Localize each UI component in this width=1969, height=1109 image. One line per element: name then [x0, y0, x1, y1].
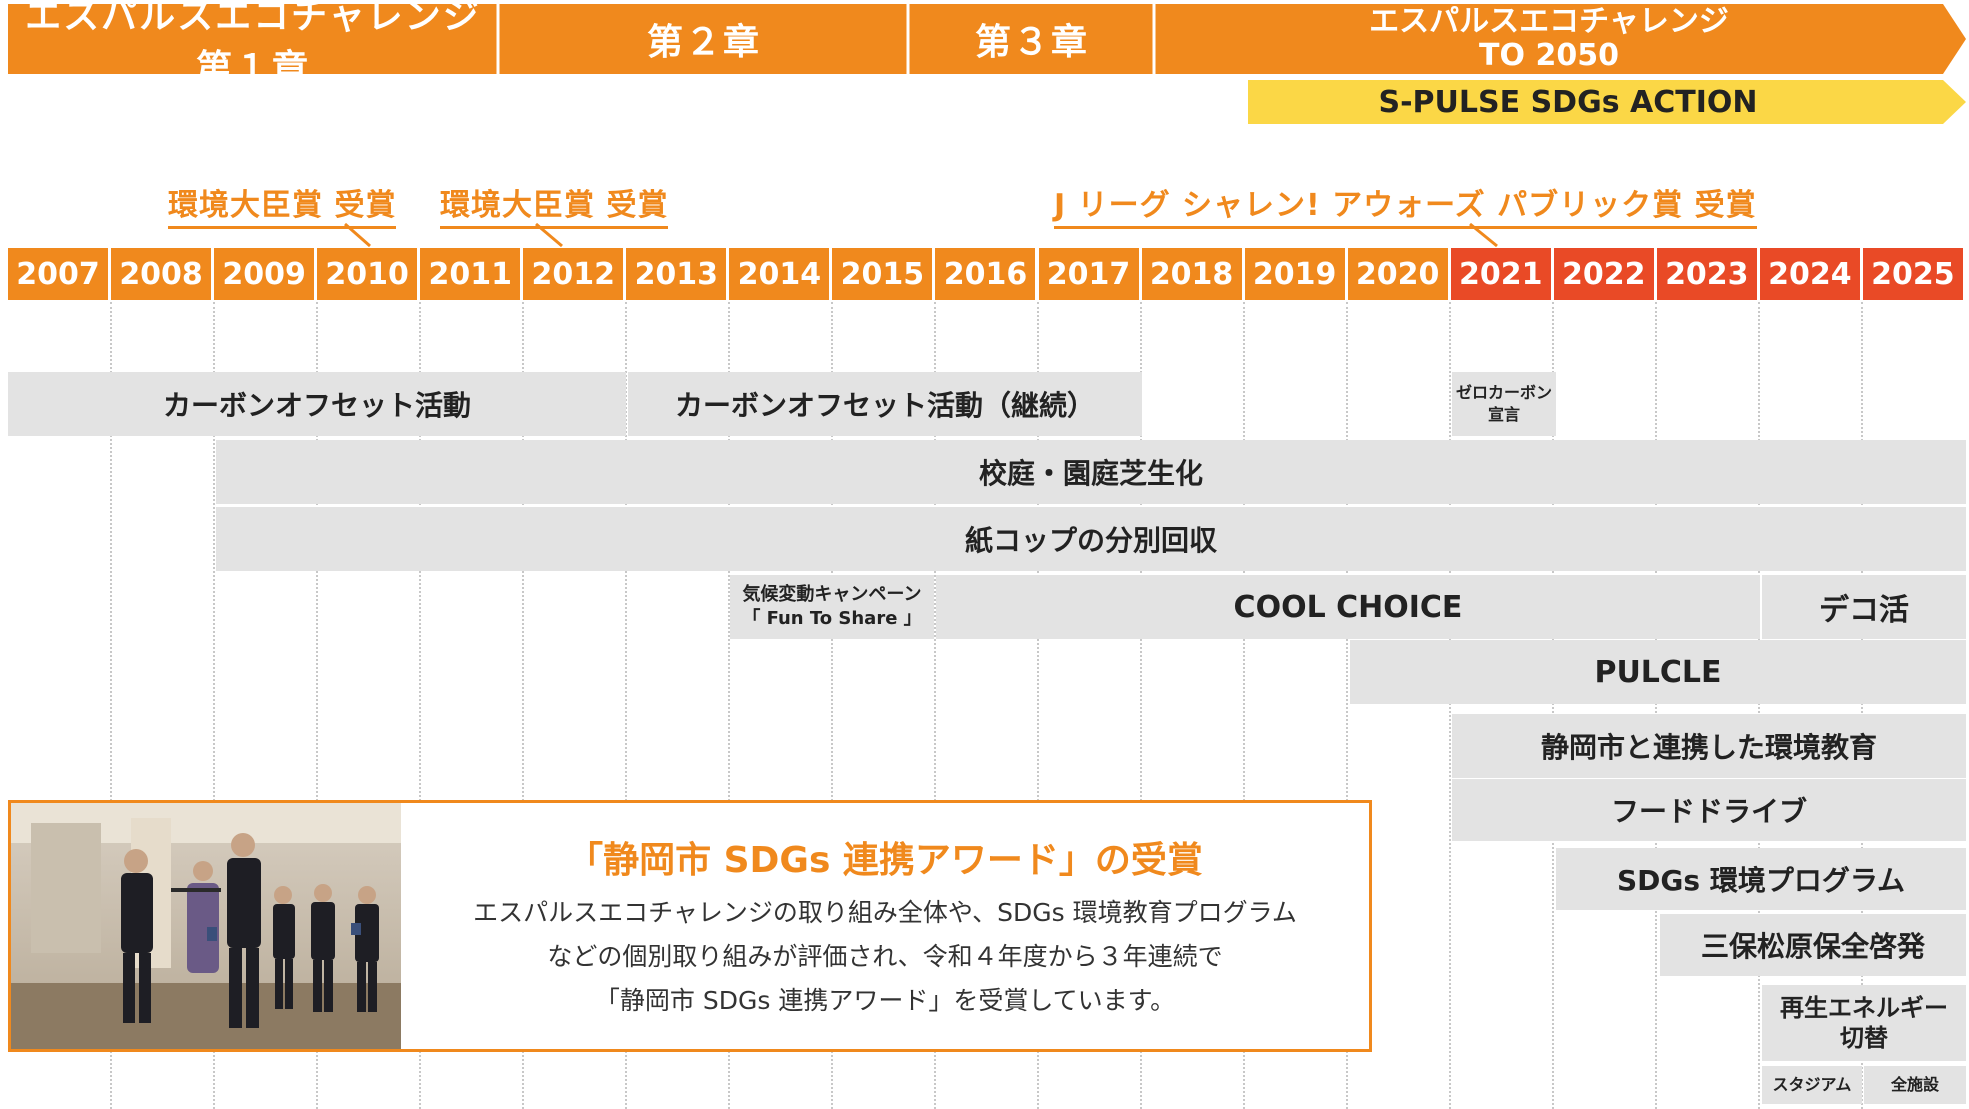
award-2012: 環境大臣賞 受賞	[440, 180, 669, 229]
gridline-2010	[315, 302, 318, 1109]
sdgs-action-arrow-background	[1248, 80, 1966, 124]
award-ceremony-photo	[11, 803, 401, 1049]
sdgs-action-label: S-PULSE SDGs ACTION	[1378, 84, 1758, 120]
award-2021: J リーグ シャレン! アウォーズ パブリック賞 受賞	[1054, 180, 1757, 229]
bar-renewable-energy-line2: 切替	[1840, 1024, 1888, 1052]
gridline-2021	[1449, 302, 1452, 1109]
year-2015: 2015	[832, 248, 933, 300]
bar-zero-carbon: ゼロカーボン 宣言	[1452, 372, 1556, 436]
bar-pulcle: PULCLE	[1350, 640, 1966, 704]
year-2010: 2010	[317, 248, 418, 300]
gridline-2012	[521, 302, 524, 1109]
bar-renewable-energy: 再生エネルギー 切替	[1762, 985, 1966, 1061]
chapter-1: エスパルスエコチャレンジ 第１章	[8, 0, 498, 89]
award-callout-line1: エスパルスエコチャレンジの取り組み全体や、SDGs 環境教育プログラム	[473, 898, 1297, 927]
bar-carbon-offset: カーボンオフセット活動	[8, 372, 626, 436]
chapter-1-label: エスパルスエコチャレンジ 第１章	[25, 0, 481, 89]
chapter-4: エスパルスエコチャレンジ TO 2050	[1156, 4, 1942, 74]
gridline-2019	[1243, 302, 1246, 1109]
bar-sdgs-program: SDGs 環境プログラム	[1556, 848, 1966, 910]
bar-fun-to-share-line2: 「 Fun To Share 」	[742, 608, 922, 629]
year-2020: 2020	[1347, 248, 1448, 300]
bar-miho: 三保松原保全啓発	[1660, 914, 1966, 976]
bar-stadium: スタジアム	[1762, 1066, 1862, 1104]
chapter-arrow-background	[8, 4, 1966, 74]
year-2008: 2008	[111, 248, 212, 300]
bar-carbon-offset-continued: カーボンオフセット活動（継続）	[628, 372, 1142, 436]
gridline-2016	[933, 302, 936, 1109]
year-2017: 2017	[1038, 248, 1139, 300]
award-pointers	[344, 222, 1498, 248]
year-2007: 2007	[8, 248, 109, 300]
gridline-2013	[624, 302, 627, 1109]
year-2021: 2021	[1450, 248, 1551, 300]
chapter-2: 第２章	[500, 4, 908, 74]
award-2010: 環境大臣賞 受賞	[168, 180, 397, 229]
bar-renewable-energy-line1: 再生エネルギー	[1780, 994, 1948, 1022]
year-2019: 2019	[1244, 248, 1345, 300]
year-2023: 2023	[1656, 248, 1757, 300]
bar-paper-cup: 紙コップの分別回収	[216, 507, 1966, 571]
gridline-2008	[109, 302, 112, 1109]
bar-lawn: 校庭・園庭芝生化	[216, 440, 1966, 504]
gridline-2025	[1861, 302, 1864, 1109]
award-callout-line2: などの個別取り組みが評価され、令和４年度から３年連続で	[547, 942, 1223, 971]
chapter-3: 第３章	[910, 4, 1154, 74]
year-2016: 2016	[935, 248, 1036, 300]
gridline-2009	[212, 302, 215, 1109]
gridline-2024	[1758, 302, 1761, 1109]
gridline-2017	[1037, 302, 1039, 1109]
award-callout-line3: 「静岡市 SDGs 連携アワード」を受賞しています。	[594, 986, 1176, 1015]
gridline-2018	[1140, 302, 1143, 1109]
gridline-2014	[727, 302, 730, 1109]
gridline-2011	[418, 302, 421, 1109]
year-2012: 2012	[523, 248, 624, 300]
bar-zero-carbon-line1: ゼロカーボン	[1455, 383, 1552, 402]
year-2013: 2013	[626, 248, 727, 300]
chapter-4-label-line2: TO 2050	[1479, 38, 1619, 73]
sdgs-action-banner: S-PULSE SDGs ACTION	[1248, 80, 1966, 124]
year-2025: 2025	[1862, 248, 1963, 300]
bar-cool-choice: COOL CHOICE	[936, 575, 1760, 639]
award-callout-title: 「静岡市 SDGs 連携アワード」の受賞	[567, 840, 1203, 881]
year-2009: 2009	[214, 248, 315, 300]
year-2014: 2014	[729, 248, 830, 300]
gridline-2020	[1346, 302, 1349, 1109]
year-2018: 2018	[1141, 248, 1242, 300]
year-gridlines	[0, 302, 1969, 1109]
award-callout: 「静岡市 SDGs 連携アワード」の受賞 エスパルスエコチャレンジの取り組み全体…	[8, 800, 1372, 1052]
year-2011: 2011	[420, 248, 521, 300]
year-2022: 2022	[1553, 248, 1654, 300]
chapter-2-label: 第２章	[646, 22, 761, 63]
chapter-3-label: 第３章	[974, 22, 1089, 63]
award-callout-body: エスパルスエコチャレンジの取り組み全体や、SDGs 環境教育プログラム などの個…	[401, 891, 1369, 1023]
gridline-2023	[1655, 302, 1658, 1109]
chapter-header: エスパルスエコチャレンジ 第１章 第２章 第３章 エスパルスエコチャレンジ TO…	[8, 0, 1966, 89]
bar-zero-carbon-line2: 宣言	[1487, 405, 1520, 424]
year-2024: 2024	[1759, 248, 1860, 300]
bar-fun-to-share-line1: 気候変動キャンペーン	[742, 584, 922, 605]
bar-all-facilities: 全施設	[1864, 1066, 1966, 1104]
gridline-2022	[1552, 302, 1555, 1109]
bar-fun-to-share: 気候変動キャンペーン 「 Fun To Share 」	[730, 575, 934, 639]
gridline-2015	[830, 302, 833, 1109]
bar-food-drive: フードドライブ	[1452, 779, 1966, 841]
chapter-4-label-line1: エスパルスエコチャレンジ	[1369, 4, 1729, 39]
bar-env-education: 静岡市と連携した環境教育	[1452, 714, 1966, 778]
bar-deco: デコ活	[1762, 575, 1966, 639]
